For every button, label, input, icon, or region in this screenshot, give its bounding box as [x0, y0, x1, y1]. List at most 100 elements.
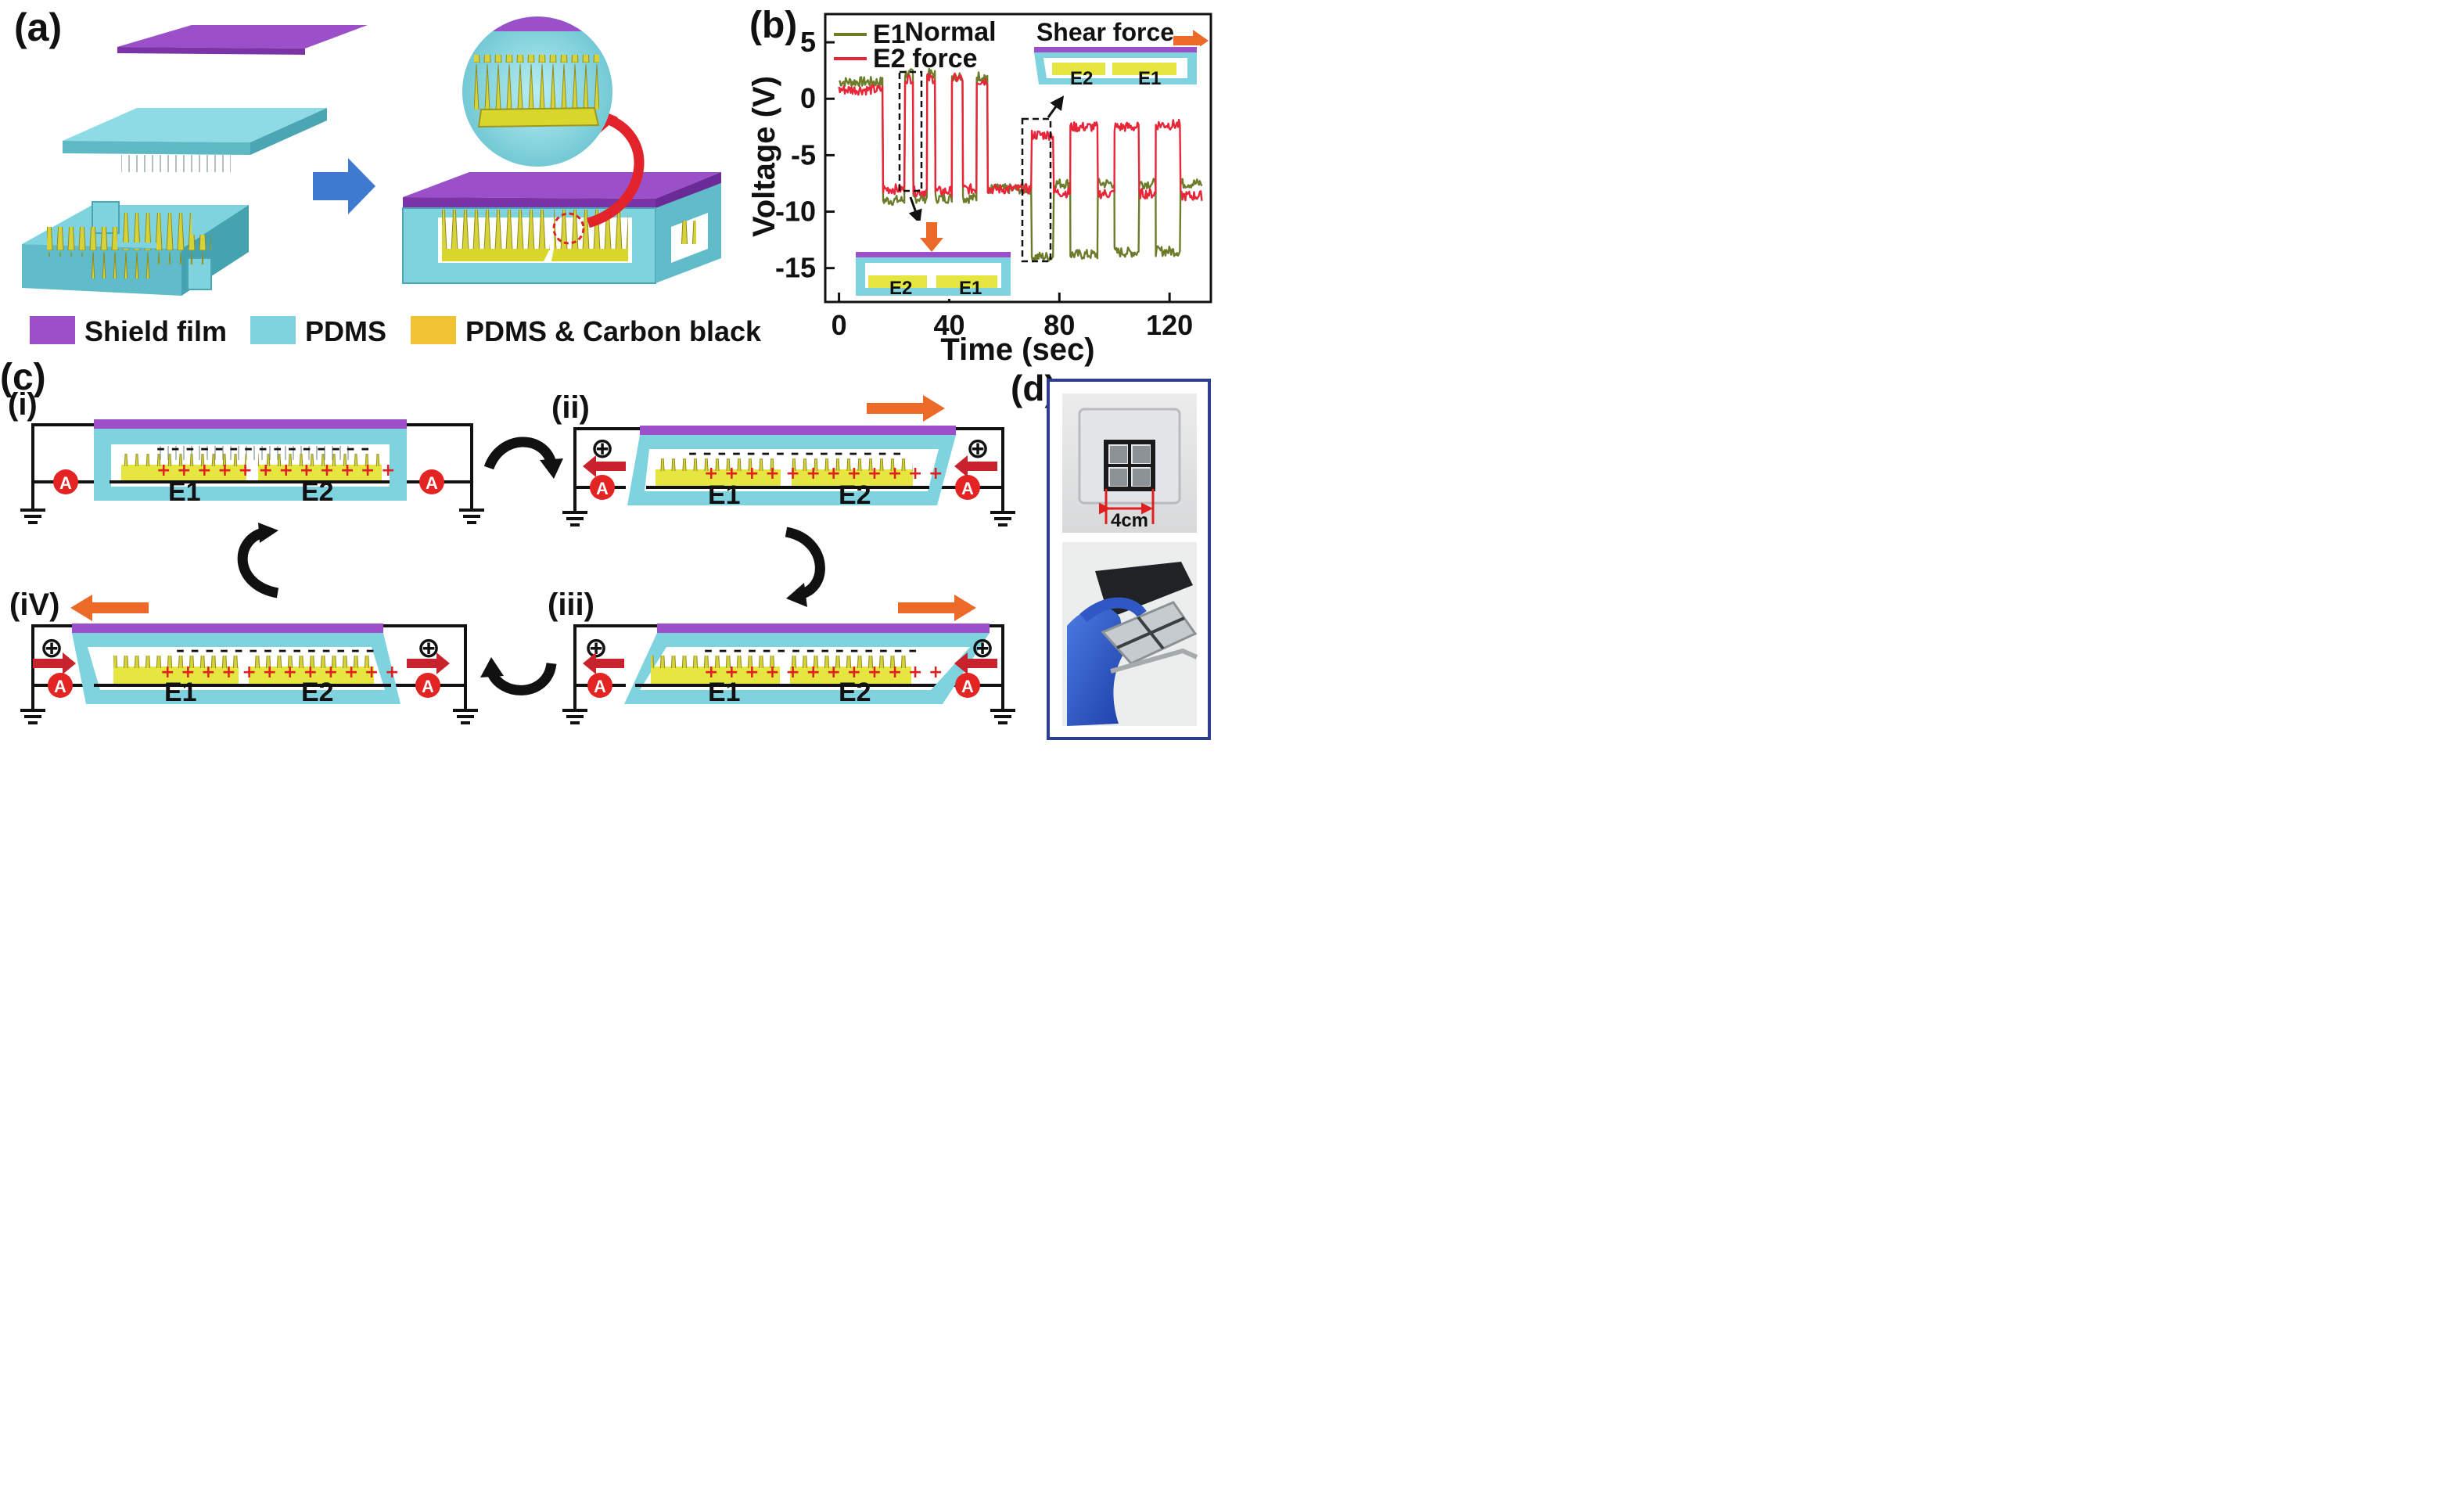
cycle-arrow-i-to-ii-head: [540, 458, 563, 479]
chart-traces: [838, 67, 1203, 263]
shear-inset-electrode-1: [1052, 63, 1105, 75]
normal-inset-shield: [856, 252, 1011, 257]
photo-flex-divider-b: [1116, 616, 1185, 649]
y-tick-label: -5: [791, 138, 816, 171]
assembled-electrode-base-1: [442, 249, 550, 261]
circuit-iv-ammeter-right-label: A: [422, 677, 434, 696]
shear-force-highlight: [1021, 117, 1052, 263]
exploded-electrode-4: [156, 235, 211, 264]
circuit-i-wire: [31, 423, 473, 510]
legend-label-carbon: PDMS & Carbon black: [465, 315, 762, 347]
x-tick-label: 120: [1146, 309, 1193, 341]
circuit-i-neg-charges: – – – – – – – – – – – – – – –: [156, 439, 369, 458]
circuit-ii-charges: + + + + + + + + + + + +: [704, 464, 943, 483]
circuit-ii-e2: E2: [839, 480, 871, 510]
circuit-iv-neg-charges: – – – – – – – – – – – – – –: [176, 641, 375, 660]
circuit-iv-charges: + + + + + + + + + + + +: [160, 663, 399, 682]
photo-device-pad-1: [1110, 446, 1127, 463]
circuit-iv-ammeter-right: [415, 673, 440, 698]
normal-inset-electrode-2: [936, 275, 997, 288]
substep-ii-label: (ii): [551, 390, 590, 425]
cycle-arrow-ii-to-iii-head: [786, 583, 807, 607]
circuit-iv-pdms-frame: [72, 633, 400, 704]
circuit-i-shield: [94, 419, 407, 429]
circuit-iii-wire: [573, 624, 1004, 710]
circuit-ii-ammeter-right: [955, 475, 980, 500]
exploded-pdms-plate-side: [250, 108, 327, 155]
x-tick-label: 40: [933, 309, 964, 341]
cycle-arrow-iv-to-i-head: [258, 523, 278, 543]
circuit-ii-plus-right: ⊕: [966, 432, 990, 464]
normal-inset-e1: E1: [959, 278, 982, 299]
assembled-shield-film-edge: [403, 197, 656, 210]
magnified-spikes: [474, 55, 599, 110]
circuit-ii-spikes-1: [656, 458, 781, 471]
circuit-i-ammeter-right: [419, 469, 444, 494]
assembled-electrode-base-2: [551, 249, 628, 261]
legend-swatch-carbon: [411, 316, 456, 344]
panel-c: (c) (i) (ii) (iii) (iV) + + + + + + + + …: [0, 357, 1015, 724]
scale-label: 4cm: [1111, 510, 1148, 531]
normal-inset-electrode-1: [868, 275, 927, 288]
y-tick-label: -10: [775, 196, 816, 228]
cycle-arrow-iv-to-i: [237, 526, 279, 598]
circuit-iii: + + + + + + + + + + + + – – – – – – – – …: [562, 595, 1015, 724]
circuit-iv-ground-left: [20, 709, 45, 724]
panel-d: (d) 4cm: [1011, 368, 1211, 740]
circuit-ii-spikes-2: [792, 458, 913, 471]
annotation-shear: Shear force: [1036, 18, 1174, 46]
circuit-iv-spikes-1: [113, 656, 239, 668]
circuit-iii-current-arrow-right: [954, 652, 997, 674]
circuit-ii-ammeter-right-label: A: [961, 479, 974, 498]
circuit-iii-ammeter-left-label: A: [594, 677, 606, 696]
x-tick-label: 0: [832, 309, 847, 341]
circuit-iii-plus-right: ⊕: [971, 631, 994, 663]
circuit-iii-shield: [657, 624, 990, 633]
photo-device-pad-4: [1133, 469, 1150, 486]
circuit-iv-ammeter-left-label: A: [54, 677, 66, 696]
normal-inset-frame: [856, 257, 1011, 296]
circuit-iii-electrode-2: [790, 667, 911, 685]
panel-a: (a): [14, 5, 762, 347]
circuit-ii-electrode-1: [656, 469, 781, 488]
annotation-normal: Normal: [904, 17, 996, 47]
shear-inset-e1: E1: [1138, 68, 1161, 89]
circuit-iii-pdms-frame: [624, 633, 990, 704]
circuit-i-charges: + + + + + + + + + + + +: [156, 461, 395, 480]
circuit-iii-current-arrow-left: [583, 652, 624, 674]
circuit-ii-ground-left: [562, 511, 587, 526]
legend-label-shield: Shield film: [84, 315, 227, 347]
circuit-iv-plus-left: ⊕: [40, 631, 63, 663]
circuit-ii-pdms-frame: [627, 435, 956, 505]
circuit-iv-electrode-2: [249, 667, 374, 685]
panel-b-label: (b): [749, 5, 797, 46]
zoom-highlight-circle: [552, 212, 585, 245]
circuit-iii-neg-charges: – – – – – – – – – – – – – – –: [704, 641, 917, 660]
cycle-arrow-iii-to-iv-head: [480, 657, 504, 677]
circuit-ii-neg-charges: – – – – – – – – – – – – – – –: [688, 444, 901, 463]
assembled-shield-film-side: [656, 172, 721, 210]
circuit-i-ground-left: [20, 509, 45, 524]
circuit-iii-spikes-1: [651, 656, 780, 668]
assembly-arrow: [313, 158, 375, 214]
circuit-iv-wire: [31, 624, 467, 710]
photo-flex-edge: [1110, 648, 1198, 674]
circuit-iv-shield: [72, 624, 383, 633]
circuit-iii-electrode-1: [651, 667, 780, 685]
substep-i-label: (i): [8, 387, 38, 422]
exploded-shield-film-edge: [117, 47, 305, 55]
shear-pointer-arrow: [1047, 95, 1065, 118]
shear-inset-electrode-2: [1112, 63, 1176, 75]
normal-pointer-arrow: [908, 196, 922, 225]
circuit-iv-e1: E1: [164, 677, 197, 707]
x-tick-label: 80: [1043, 309, 1075, 341]
circuit-i-spikes-2: [258, 454, 382, 466]
substep-iii-label: (iii): [548, 588, 594, 622]
circuit-ii-current-arrow-right: [954, 455, 997, 477]
series-e2-line: [838, 72, 1203, 202]
legend-swatch-pdms: [250, 316, 296, 344]
circuit-i: + + + + + + + + + + + + – – – – – – – – …: [20, 419, 484, 524]
circuit-iii-spikes-2: [790, 656, 911, 668]
